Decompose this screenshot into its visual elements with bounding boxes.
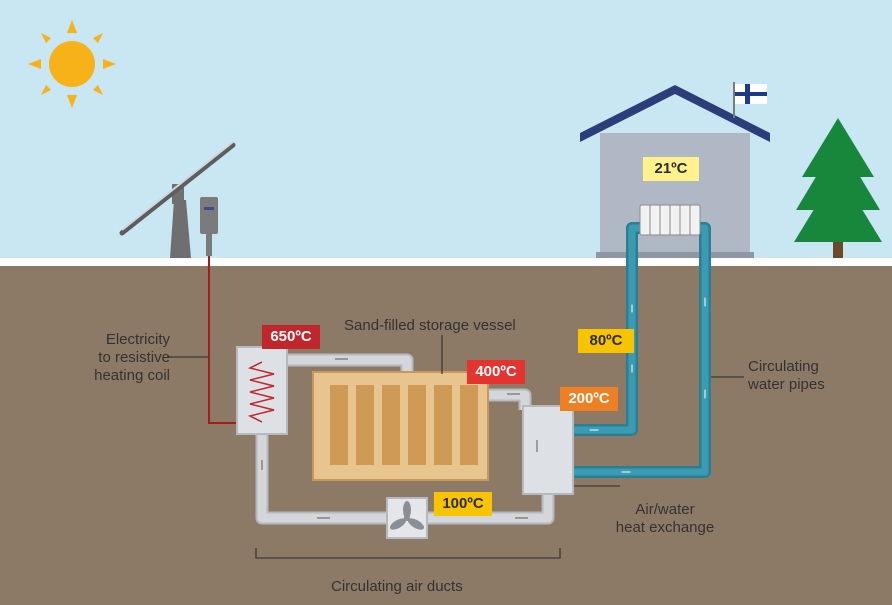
radiator-icon [639, 204, 701, 236]
storage-vessel-label: Sand-filled storage vessel [344, 317, 516, 334]
electric-wire [208, 256, 241, 424]
exchanger-in-temp-badge: 200ºC [560, 387, 618, 411]
leader-lines [167, 335, 744, 559]
vessel-out-temp-badge: 400ºC [467, 360, 525, 384]
house-temp-badge: 21ºC [643, 157, 699, 181]
air-ducts-label: Circulating air ducts [331, 578, 463, 595]
water-pipes-label: Circulating water pipes [748, 358, 825, 393]
electricity-label: Electricity to resistive heating coil [94, 331, 170, 384]
ground-surface [0, 258, 892, 266]
heating-coil [236, 346, 288, 435]
coil-temp-badge: 650ºC [262, 325, 320, 349]
heat-exchange-label: Air/water heat exchange [615, 501, 715, 536]
sun-icon [28, 20, 116, 108]
sand-storage-vessel [312, 371, 489, 481]
heat-exchanger [522, 405, 574, 495]
fan-temp-badge: 100ºC [434, 492, 492, 516]
water-supply-temp-badge: 80ºC [578, 329, 634, 353]
tree-icon [794, 118, 882, 258]
solar-panel-icon [119, 141, 236, 258]
finnish-flag-icon [733, 82, 767, 118]
fan-icon [386, 497, 428, 539]
